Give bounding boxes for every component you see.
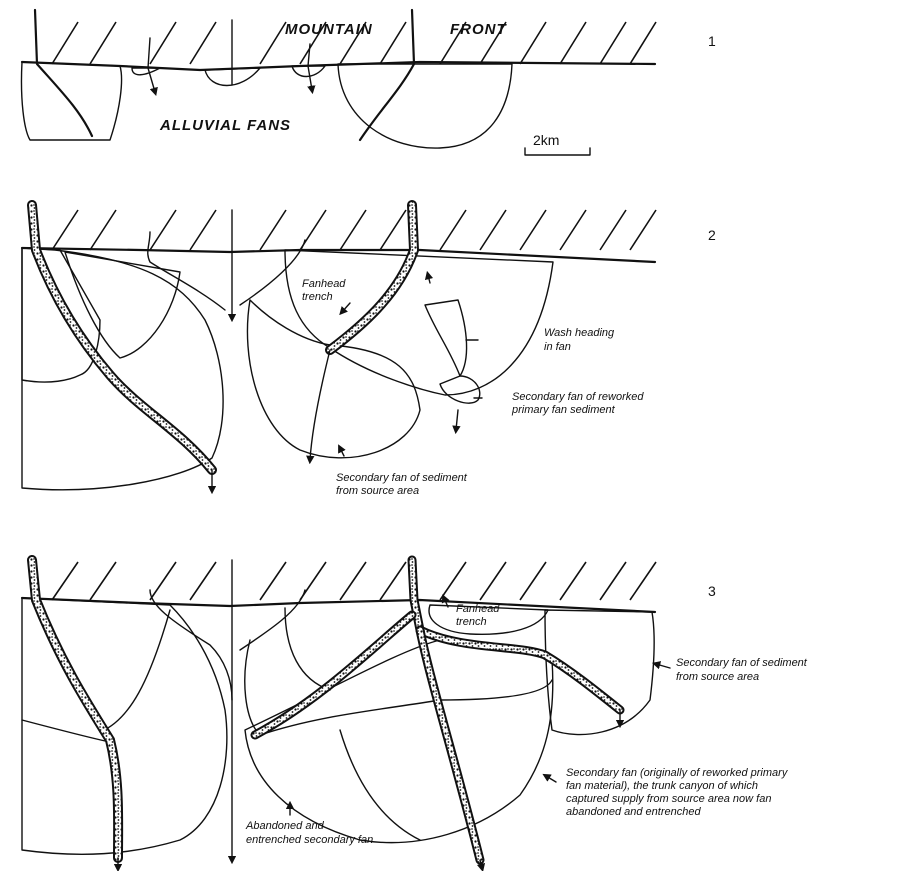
p2-fanhead-trench-label-1: Fanhead xyxy=(302,278,346,290)
p3-fanhead-trench-label-2: trench xyxy=(456,616,487,628)
p3-fanhead-trench-label-1: Fanhead xyxy=(456,603,500,615)
p3-abandoned-label-1: Abandoned and xyxy=(245,820,325,832)
panel-2: Fanhead trench Wash heading in fan Secon… xyxy=(22,205,716,497)
channel-1-left xyxy=(35,10,92,136)
wash-2 xyxy=(425,300,467,376)
fan-1-left xyxy=(21,62,121,140)
p2-wash-label-1: Wash heading xyxy=(544,327,615,339)
channel-1-a xyxy=(148,38,155,92)
p3-secondary-orig-label-4: abandoned and entrenched xyxy=(566,806,701,818)
fan-3-right-primary xyxy=(245,640,553,843)
fan-3-secondary-source xyxy=(545,610,654,735)
p3-secondary-source-label-1: Secondary fan of sediment xyxy=(676,657,808,669)
fan-2-right-secondary xyxy=(247,300,420,458)
mountain-label: MOUNTAIN xyxy=(285,21,373,38)
front-label: FRONT xyxy=(450,21,507,38)
p2-fanhead-trench-label-2: trench xyxy=(302,291,333,303)
p2-wash-label-2: in fan xyxy=(544,341,571,353)
trunk-channel-2-left xyxy=(32,205,212,470)
alluvial-fans-label: ALLUVIAL FANS xyxy=(159,117,291,134)
trunk-channel-3-left xyxy=(32,560,118,858)
panel-1-number: 1 xyxy=(708,33,716,49)
p2-secondary-reworked-label-1: Secondary fan of reworked xyxy=(512,391,644,403)
scale-label: 2km xyxy=(533,132,559,148)
p2-secondary-source-label-2: from source area xyxy=(336,485,419,497)
p3-secondary-source-label-2: from source area xyxy=(676,671,759,683)
p3-abandoned-label-2: entrenched secondary fan xyxy=(246,834,373,846)
channel-2-a xyxy=(148,232,225,310)
panel-1: MOUNTAIN FRONT ALLUVIAL FANS 2km 1 xyxy=(21,10,716,155)
p3-secondary-orig-label-1: Secondary fan (originally of reworked pr… xyxy=(566,767,789,779)
mountain-front-hatching-3 xyxy=(52,562,656,600)
panel-3-number: 3 xyxy=(708,583,716,599)
panel-3: Fanhead trench Secondary fan of sediment… xyxy=(22,560,808,868)
p2-secondary-reworked-label-2: primary fan sediment xyxy=(511,404,616,416)
fan-2-right-primary xyxy=(285,250,553,395)
p3-secondary-orig-label-3: captured supply from source area now fan xyxy=(566,793,771,805)
mountain-front-hatching-2 xyxy=(52,210,656,250)
p3-secondary-orig-label-2: fan material), the trunk canyon of which xyxy=(566,780,758,792)
panel-2-number: 2 xyxy=(708,227,716,243)
fan-2-left-primary xyxy=(22,248,100,382)
p2-secondary-source-label-1: Secondary fan of sediment xyxy=(336,472,468,484)
mountain-front-line-2 xyxy=(22,248,655,262)
scale-bar: 2km xyxy=(525,132,590,155)
fan-1-small-a xyxy=(132,68,160,75)
